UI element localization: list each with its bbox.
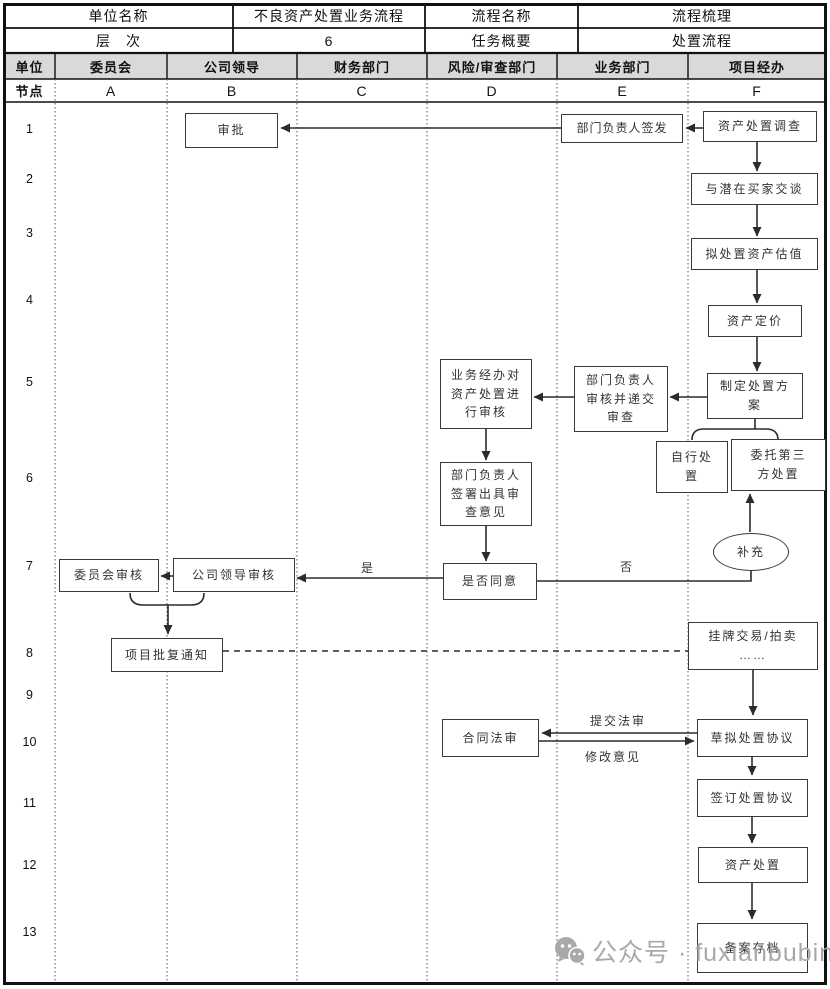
lane-header-business: 业务部门: [594, 59, 651, 75]
task-summary-label: 任务概要: [471, 32, 532, 49]
node-dept-head-review-submit: 部门负责人审核并递交审查: [574, 366, 668, 432]
node-code-d: D: [486, 82, 498, 99]
node-third-party-disposal: 委托第三方处置: [731, 439, 826, 491]
node-committee-review: 委员会审核: [59, 559, 159, 592]
task-summary-value: 处置流程: [672, 32, 732, 49]
lane-header-committee: 委员会: [89, 59, 132, 75]
node-listing-auction: 挂牌交易/拍卖 ……: [688, 622, 818, 670]
row-number-6: 6: [26, 471, 33, 485]
node-code-b: B: [226, 82, 238, 99]
unit-name-label: 单位名称: [88, 8, 149, 24]
node-sign-agreement: 签订处置协议: [697, 779, 808, 817]
node-asset-valuation: 拟处置资产估值: [691, 238, 818, 270]
lane-header-leadership: 公司领导: [203, 59, 260, 75]
node-sign-review-opinion: 部门负责人签署出具审查意见: [440, 462, 532, 526]
row-number-10: 10: [22, 735, 37, 749]
node-disposal-survey: 资产处置调查: [703, 111, 817, 142]
node-code-e: E: [617, 82, 628, 99]
node-filing-archive: 备案存档: [697, 923, 808, 973]
lane-header-finance: 财务部门: [333, 59, 390, 75]
node-code-c: C: [356, 82, 368, 99]
process-name-label: 流程名称: [471, 8, 532, 24]
node-make-disposal-plan: 制定处置方案: [707, 373, 803, 419]
node-self-disposal: 自行处置: [656, 441, 728, 493]
node-agree-decision: 是否同意: [443, 563, 537, 600]
row-number-9: 9: [26, 688, 33, 702]
node-code-a: A: [105, 82, 117, 99]
row-number-12: 12: [22, 858, 37, 872]
node-handler-review: 业务经办对资产处置进行审核: [440, 359, 532, 429]
node-talk-buyers: 与潜在买家交谈: [691, 173, 818, 205]
lane-header-project: 项目经办: [728, 59, 785, 75]
edge-label-submit-legal: 提交法审: [589, 713, 646, 728]
node-approval-notice: 项目批复通知: [111, 638, 223, 672]
watermark-text: 公众号 · fuxianbubin: [592, 939, 830, 967]
node-contract-legal-review: 合同法审: [442, 719, 539, 757]
level-label: 层 次: [96, 32, 141, 49]
lane-header-risk-audit: 风险/审查部门: [447, 59, 537, 75]
row-number-4: 4: [26, 293, 33, 307]
row-number-5: 5: [26, 375, 33, 389]
process-name-value: 流程梳理: [672, 8, 732, 24]
lane-header-unit: 单位: [15, 59, 44, 75]
node-approve: 审批: [185, 113, 278, 148]
wechat-icon: [555, 937, 586, 966]
edge-label-revise-opinion: 修改意见: [584, 749, 641, 764]
node-leadership-review: 公司领导审核: [173, 558, 295, 592]
unit-name-value: 不良资产处置业务流程: [254, 8, 404, 24]
row-number-2: 2: [26, 172, 33, 186]
row-number-8: 8: [26, 646, 33, 660]
level-value: 6: [324, 32, 334, 49]
row-number-3: 3: [26, 226, 33, 240]
node-draft-agreement: 草拟处置协议: [697, 719, 808, 757]
node-asset-disposal: 资产处置: [698, 847, 808, 883]
edge-label-yes: 是: [360, 560, 375, 575]
node-dept-head-issue: 部门负责人签发: [561, 114, 683, 143]
node-row-label: 节点: [15, 84, 44, 99]
row-number-1: 1: [26, 122, 33, 136]
edge-label-no: 否: [619, 559, 634, 574]
node-asset-pricing: 资产定价: [708, 305, 802, 337]
node-code-f: F: [752, 82, 762, 99]
row-number-11: 11: [23, 796, 36, 810]
node-supplement: 补充: [713, 533, 789, 571]
watermark: 公众号 · fuxianbubin: [552, 933, 830, 969]
lane-header-band: [4, 53, 826, 79]
row-number-13: 13: [22, 925, 37, 939]
row-number-7: 7: [26, 559, 33, 573]
